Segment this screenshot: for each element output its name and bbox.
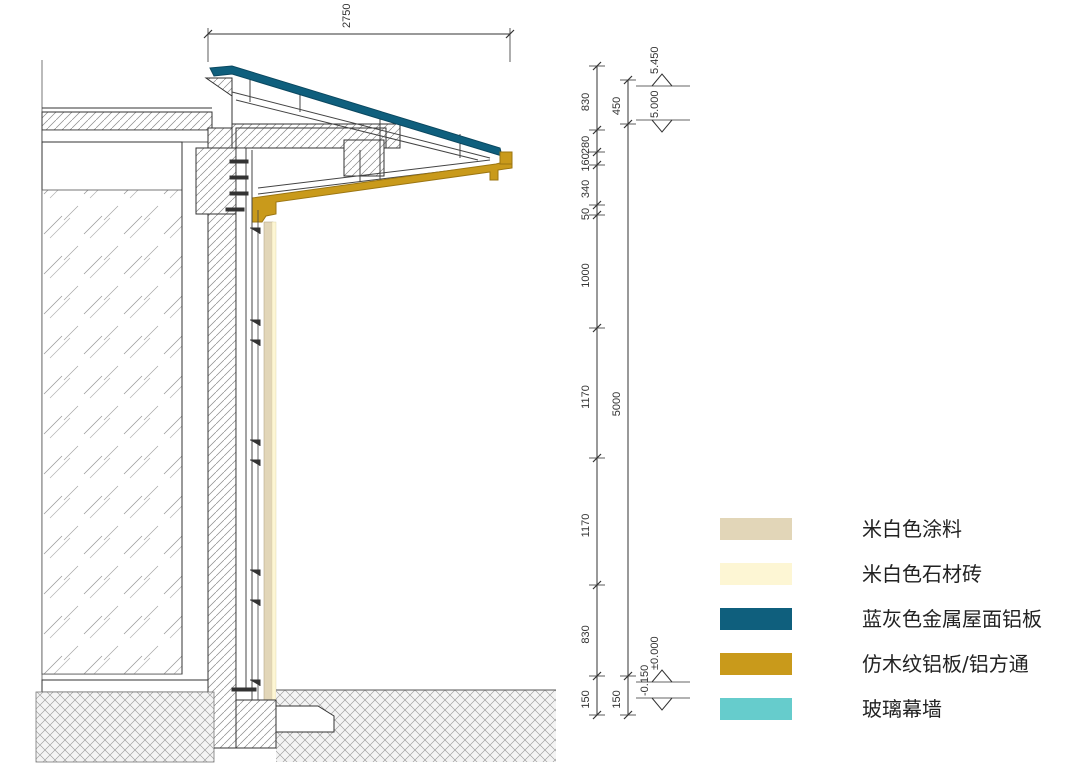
elevation-markers: 5.450 5.000 ±0.000-0.150 [636, 46, 690, 711]
ground [35, 679, 556, 763]
legend-label: 玻璃幕墙 [862, 697, 942, 721]
dimension-label: 1170 [580, 385, 592, 409]
legend-swatch [720, 518, 792, 540]
legend-item-glass-curtain-wall: 玻璃幕墙 [720, 694, 1080, 721]
cream-coating-strip [263, 221, 274, 715]
legend-label: 米白色涂料 [862, 517, 962, 541]
legend-swatch [720, 563, 792, 585]
roof-frame [231, 78, 491, 195]
dimension-chain-middle: 450 5000 150 [611, 75, 636, 720]
top-dimension-label: 2750 [341, 4, 353, 28]
dimension-label: 1000 [580, 263, 592, 287]
dimension-label: 340 [580, 180, 592, 198]
elevation-label: -0.150 [639, 665, 651, 696]
dimension-label: 160 [580, 153, 592, 171]
fascia-cap [499, 151, 513, 165]
dimension-label: 450 [611, 97, 623, 115]
legend-label: 仿木纹铝板/铝方通 [862, 652, 1029, 676]
legend-label: 米白色石材砖 [862, 562, 982, 586]
concrete-beam [195, 77, 401, 215]
facade-layers [235, 147, 277, 715]
legend-item-wood-grain-aluminum: 仿木纹铝板/铝方通 [720, 649, 1080, 676]
legend-label: 蓝灰色金属屋面铝板 [862, 607, 1042, 631]
elevation-label: 5.000 [649, 90, 661, 118]
dimension-label: 830 [580, 625, 592, 643]
roof-slab [41, 107, 213, 143]
cream-stone-tile-strip [271, 221, 277, 715]
legend-swatch [720, 698, 792, 720]
dimension-label: 5000 [611, 392, 623, 416]
dimension-label: 150 [580, 690, 592, 708]
dimension-label: 150 [611, 690, 623, 708]
concrete-column [207, 127, 237, 749]
glass-curtain-wall-area [41, 189, 183, 675]
dimension-label: 50 [580, 208, 592, 220]
facade-anchors [225, 159, 261, 692]
dimension-label: 280 [580, 136, 592, 154]
dimension-label: 830 [580, 93, 592, 111]
legend-item-cream-coating: 米白色涂料 [720, 514, 1080, 541]
legend-item-cream-stone-tile: 米白色石材砖 [720, 559, 1080, 586]
dimension-label: 1170 [580, 514, 592, 538]
elevation-label: ±0.000 [649, 636, 661, 670]
elevation-label: 5.450 [649, 46, 661, 74]
legend-item-metal-roof: 蓝灰色金属屋面铝板 [720, 604, 1080, 631]
legend-swatch [720, 608, 792, 630]
legend-swatch [720, 653, 792, 675]
top-dimension: 2750 [203, 4, 515, 62]
